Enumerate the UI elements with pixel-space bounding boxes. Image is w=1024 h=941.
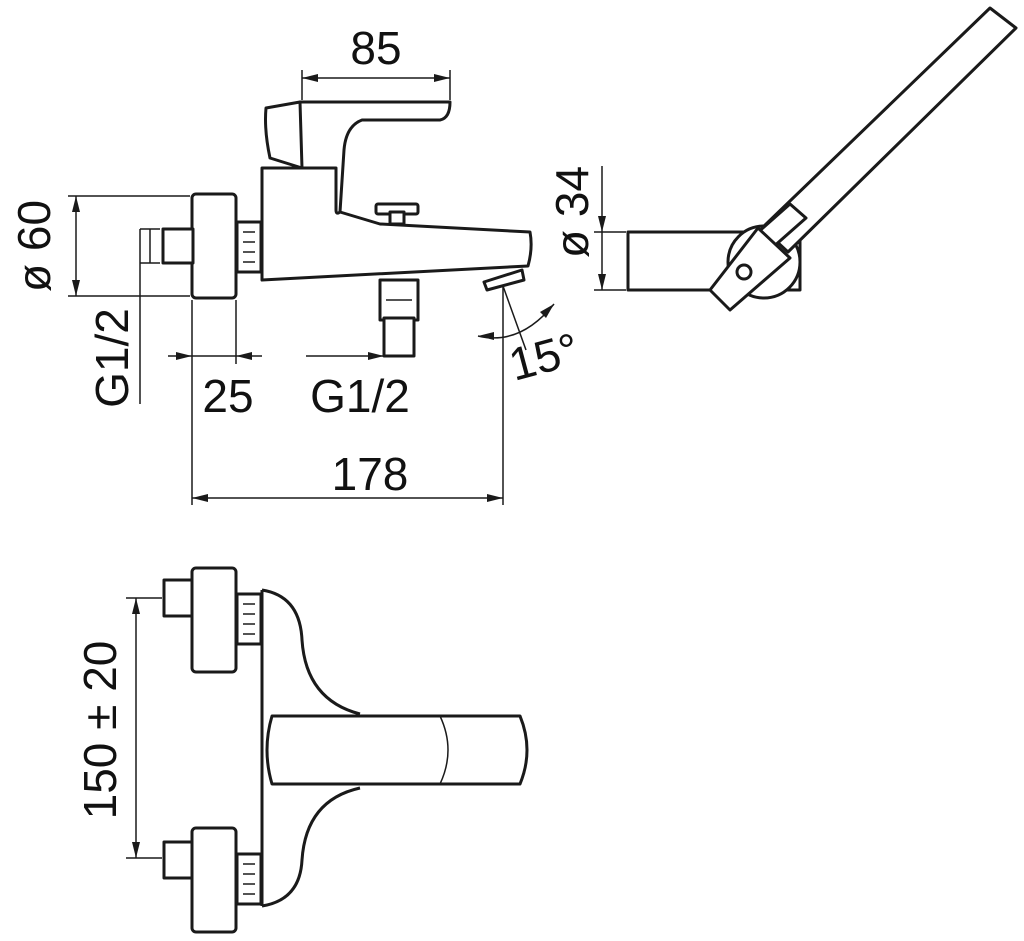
wall-pipe-stub xyxy=(161,227,195,265)
upper-nut xyxy=(235,592,263,646)
aerator-outlet xyxy=(482,268,526,292)
dim-outlet-thread: G1/2 xyxy=(310,370,410,422)
dim-rosette-depth: 25 xyxy=(202,370,253,422)
lower-pipe-stub xyxy=(162,840,196,880)
top-body xyxy=(261,588,361,908)
upper-rosette xyxy=(190,566,238,674)
side-view-mixer: 85 ø 60 G1/2 25 G1/2 15° xyxy=(8,22,584,505)
dim-body-diameter: ø 60 xyxy=(8,200,60,292)
upper-pipe-stub xyxy=(162,578,196,618)
mixer-body xyxy=(260,166,533,282)
dim-overall-length: 178 xyxy=(332,448,409,500)
lower-nut xyxy=(235,852,263,906)
dim-shower-diameter: ø 34 xyxy=(546,166,598,258)
shower-holder-view: ø 34 xyxy=(546,6,1018,312)
dim-center-distance: 150 ± 20 xyxy=(74,641,126,820)
eccentric-nut xyxy=(235,220,263,274)
lever-handle xyxy=(294,100,452,215)
top-lever xyxy=(265,714,529,786)
lever-base xyxy=(264,100,304,170)
dim-inlet-thread: G1/2 xyxy=(86,308,138,408)
lower-rosette xyxy=(190,826,238,934)
dim-spout-angle: 15° xyxy=(504,322,585,390)
dim-handle-width: 85 xyxy=(350,22,401,74)
top-view-mixer: 150 ± 20 xyxy=(74,566,529,934)
wall-rosette xyxy=(190,192,238,300)
hand-shower xyxy=(760,6,1018,254)
